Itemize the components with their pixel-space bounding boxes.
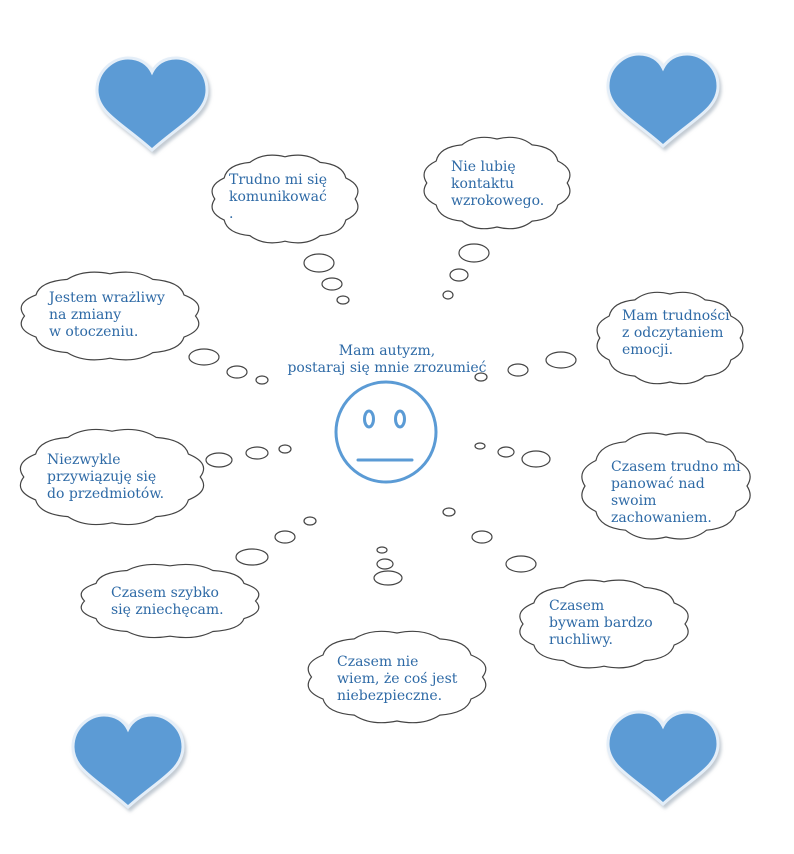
thought-cloud-behaviour xyxy=(581,432,751,540)
thought-trail-bubble xyxy=(274,530,296,544)
thought-trail-bubble xyxy=(245,446,269,460)
thought-cloud-eye-contact xyxy=(423,136,571,230)
thought-text-eye-contact: Nie lubię kontaktu wzrokowego. xyxy=(451,159,545,209)
smiley-face-icon xyxy=(334,380,438,484)
thought-trail-bubble xyxy=(507,363,529,377)
thought-text-objects: Niezwykle przywiązuję się do przedmiotów… xyxy=(47,452,165,502)
heart-icon-top-left xyxy=(95,56,209,153)
thought-text-discouraged: Czasem szybko się zniechęcam. xyxy=(111,585,224,618)
thought-text-behaviour: Czasem trudno mi panować nad swoim zacho… xyxy=(611,459,741,526)
thought-trail-bubble xyxy=(545,351,577,369)
heart-icon-top-right xyxy=(606,52,720,149)
thought-trail-bubble xyxy=(278,444,292,454)
thought-text-active: Czasem bywam bardzo ruchliwy. xyxy=(549,598,653,648)
thought-trail-bubble xyxy=(336,295,350,305)
thought-trail-bubble xyxy=(474,372,488,382)
thought-trail-bubble xyxy=(376,546,388,554)
thought-trail-bubble xyxy=(449,268,469,282)
thought-cloud-danger xyxy=(307,630,487,724)
thought-cloud-emotions xyxy=(596,291,744,385)
thought-trail-bubble xyxy=(235,548,269,566)
thought-text-sensitive: Jestem wrażliwy na zmiany w otoczeniu. xyxy=(49,290,165,340)
thought-cloud-sensitive xyxy=(20,271,200,361)
thought-trail-bubble xyxy=(303,253,335,273)
thought-text-danger: Czasem nie wiem, że coś jest niebezpiecz… xyxy=(337,654,458,704)
center-caption: Mam autyzm, postaraj się mnie zrozumieć xyxy=(287,343,487,376)
thought-text-communication: Trudno mi się komunikować . xyxy=(229,172,328,222)
thought-text-emotions: Mam trudności z odczytaniem emocji. xyxy=(622,308,730,358)
thought-trail-bubble xyxy=(521,450,551,468)
thought-trail-bubble xyxy=(505,555,537,573)
thought-trail-bubble xyxy=(376,558,394,570)
thought-cloud-active xyxy=(519,579,689,669)
thought-trail-bubble xyxy=(373,570,403,586)
thought-trail-bubble xyxy=(442,290,454,300)
heart-icon-bottom-right xyxy=(606,710,720,807)
heart-icon-bottom-left xyxy=(71,713,185,810)
thought-trail-bubble xyxy=(303,516,317,526)
thought-trail-bubble xyxy=(497,446,515,458)
thought-trail-bubble xyxy=(205,452,233,468)
thought-cloud-communication xyxy=(211,154,359,244)
thought-trail-bubble xyxy=(474,442,486,450)
thought-cloud-discouraged xyxy=(80,563,260,639)
thought-cloud-objects xyxy=(19,428,205,526)
thought-trail-bubble xyxy=(442,507,456,517)
thought-trail-bubble xyxy=(226,365,248,379)
thought-trail-bubble xyxy=(255,375,269,385)
thought-trail-bubble xyxy=(471,530,493,544)
thought-trail-bubble xyxy=(458,243,490,263)
thought-trail-bubble xyxy=(188,348,220,366)
thought-trail-bubble xyxy=(321,277,343,291)
